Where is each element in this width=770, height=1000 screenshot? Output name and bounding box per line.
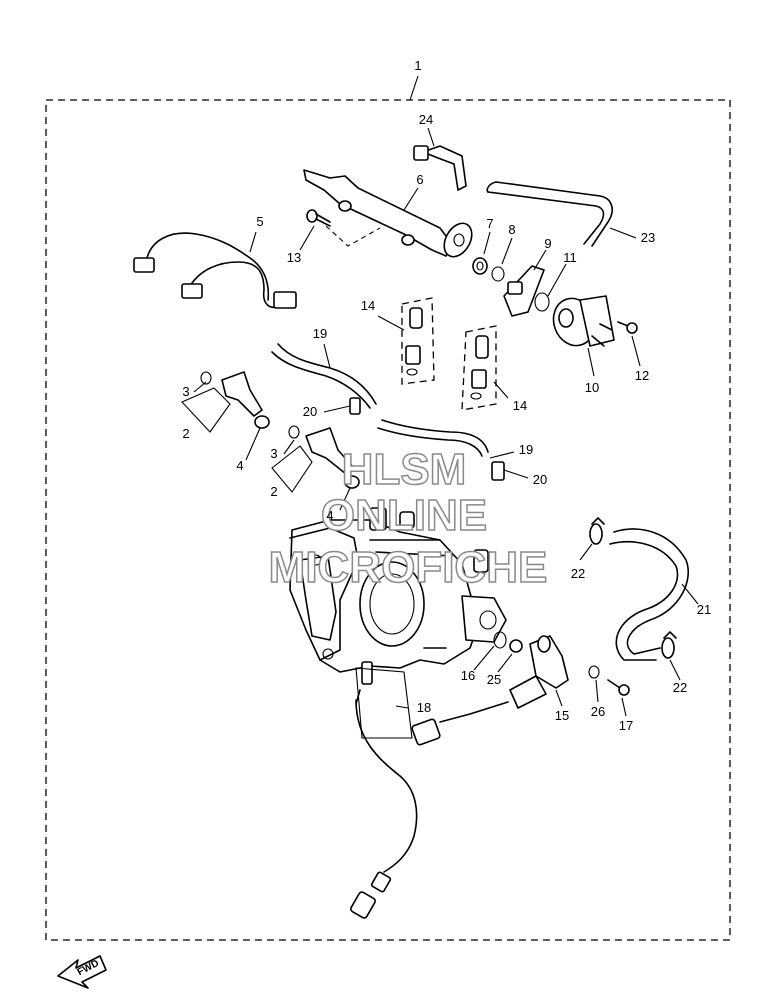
callout-11: 11: [563, 250, 577, 265]
part-22-clamp-upper: [589, 517, 605, 545]
part-22-clamp-lower: [661, 631, 677, 659]
part-6-fuel-rail: [303, 169, 473, 258]
part-19-hose-lower: [377, 419, 489, 457]
callout-2-upper: 2: [182, 426, 189, 441]
callout-14-left: 14: [361, 298, 375, 313]
callout-4-lower: 4: [326, 508, 333, 523]
callout-23: 23: [641, 230, 655, 245]
callout-25: 25: [487, 672, 501, 687]
part-2-injector-lower: [288, 425, 355, 475]
throttle-body: [289, 507, 507, 673]
watermark-line-1: HLSM: [342, 445, 467, 494]
callout-16: 16: [461, 668, 475, 683]
callout-20-left: 20: [303, 404, 317, 419]
callout-18: 18: [417, 700, 431, 715]
part-20-hose-small-right: [491, 461, 505, 481]
callout-26: 26: [591, 704, 605, 719]
callout-7: 7: [486, 216, 493, 231]
part-21-hose: [609, 528, 690, 661]
part-10-pressure-regulator: [552, 295, 615, 347]
callout-22-upper: 22: [571, 566, 585, 581]
part-24-bracket: [413, 145, 467, 191]
callout-9: 9: [544, 236, 551, 251]
part-14-fittings-left: [401, 297, 435, 385]
callout-10: 10: [585, 380, 599, 395]
watermark-line-3: MICROFICHE: [269, 543, 548, 592]
callout-24: 24: [419, 112, 433, 127]
callout-4-upper: 4: [236, 458, 243, 473]
part-20-hose-small-left: [349, 397, 361, 415]
part-12-screw: [617, 321, 638, 334]
part-8-o-ring: [491, 266, 505, 282]
callout-3-upper: 3: [182, 384, 189, 399]
callout-1: 1: [414, 58, 421, 73]
assembly-leader-line: [409, 75, 419, 101]
callout-14-right: 14: [513, 398, 527, 413]
watermark: HLSM ONLINE MICROFICHE: [268, 444, 548, 593]
part-18-cable: [350, 661, 418, 919]
callout-5: 5: [256, 214, 263, 229]
assembly-border: [45, 99, 731, 941]
callout-6: 6: [416, 172, 423, 187]
part-17-screw: [607, 679, 630, 696]
callout-8: 8: [508, 222, 515, 237]
part-15-sensor: [411, 635, 569, 746]
part-23-hose: [486, 181, 613, 247]
part-26-washer: [588, 665, 600, 679]
part-9-holder: [503, 265, 545, 317]
part-11-o-ring: [534, 292, 550, 312]
part-5-wire-harness: [133, 232, 297, 309]
callout-15: 15: [555, 708, 569, 723]
callout-12: 12: [635, 368, 649, 383]
part-13-screw: [306, 209, 331, 227]
callout-19-upper: 19: [313, 326, 327, 341]
part-16-o-ring: [493, 631, 507, 649]
callout-20-right: 20: [533, 472, 547, 487]
callout-2-lower: 2: [270, 484, 277, 499]
part-4-seal-lower: [344, 475, 360, 489]
callout-22-lower: 22: [673, 680, 687, 695]
callout-3-lower: 3: [270, 446, 277, 461]
part-7-grommet: [472, 257, 488, 275]
callout-13: 13: [287, 250, 301, 265]
part-25-seal: [509, 639, 523, 653]
part-4-seal-upper: [254, 415, 270, 429]
fwd-arrow-icon: FWD: [57, 955, 107, 989]
watermark-line-2: ONLINE: [321, 491, 487, 540]
callout-19-lower: 19: [519, 442, 533, 457]
part-2-injector-upper: [200, 371, 263, 417]
callout-17: 17: [619, 718, 633, 733]
part-14-fittings-right: [461, 325, 497, 411]
callout-21: 21: [697, 602, 711, 617]
